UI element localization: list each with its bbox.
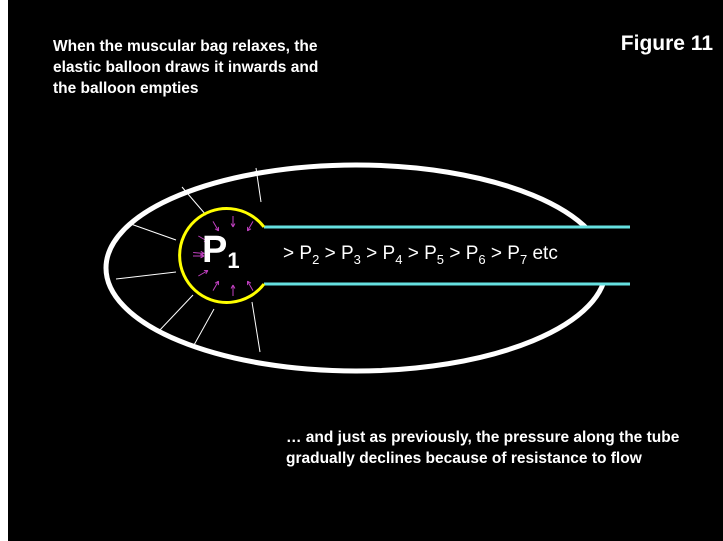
pressure-subscript: 6: [478, 251, 486, 267]
bag-label-letter: P: [202, 229, 228, 271]
slide-canvas: Figure 11 When the muscular bag relaxes,…: [8, 0, 723, 541]
chain-suffix: etc: [532, 243, 558, 264]
pressure-subscript: 2: [312, 251, 320, 267]
pressure-chain: > P2 > P3 > P4 > P5 > P6 > P7 etc: [283, 243, 558, 267]
inward-arrow-head: [200, 255, 205, 259]
caption-top: When the muscular bag relaxes, the elast…: [53, 38, 319, 97]
greater-than-sign: >: [324, 243, 341, 264]
caption-bottom: … and just as previously, the pressure a…: [286, 429, 680, 467]
pressure-term: > P4: [366, 243, 408, 267]
spoke: [127, 222, 177, 241]
pressure-term: > P2: [283, 243, 325, 267]
greater-than-sign: >: [490, 243, 508, 264]
inward-arrow-head: [214, 228, 219, 232]
inward-arrow-head: [200, 250, 205, 254]
pressure-term: > P6: [449, 243, 491, 267]
inward-arrow-head: [205, 237, 209, 242]
greater-than-sign: >: [407, 243, 425, 264]
inward-arrow-head: [230, 223, 234, 228]
inward-arrow-head: [232, 284, 236, 289]
inward-arrow: [198, 270, 209, 277]
bag-label-subscript: 1: [227, 248, 240, 273]
bag-label: P1: [202, 228, 240, 283]
pressure-term: > P3: [324, 243, 367, 267]
inward-arrow-head: [205, 270, 209, 275]
inward-arrow-head: [232, 223, 236, 228]
pressure-letter: P: [340, 243, 354, 264]
inward-arrows: [193, 216, 254, 296]
pressure-letter: P: [382, 243, 396, 264]
balloon-diagram: [103, 162, 723, 374]
pressure-subscript: 4: [395, 251, 403, 267]
figure-title: Figure 11: [620, 32, 713, 55]
inward-arrow: [198, 235, 209, 242]
inward-arrow: [212, 280, 219, 291]
pressure-letter: P: [465, 243, 479, 264]
greater-than-sign: >: [283, 243, 300, 264]
pressure-letter: P: [299, 243, 313, 264]
pressure-letter: P: [507, 243, 520, 264]
inward-arrow: [247, 221, 254, 232]
inward-arrow-head: [230, 284, 234, 289]
inward-arrow: [212, 221, 219, 232]
pressure-term: > P7: [490, 243, 533, 267]
inward-arrow: [247, 280, 254, 291]
muscular-bag: [178, 207, 266, 304]
inward-arrow-head: [214, 280, 219, 284]
spoke: [157, 294, 194, 333]
spoke: [251, 301, 261, 353]
inward-arrow-head: [200, 253, 205, 256]
spoke: [193, 308, 215, 346]
tube-interior: [264, 228, 723, 283]
pressure-letter: P: [424, 243, 437, 264]
pressure-subscript: 3: [353, 251, 361, 267]
spokes: [115, 167, 262, 353]
inward-arrow-head: [247, 228, 252, 232]
greater-than-sign: >: [366, 243, 383, 264]
pressure-subscript: 5: [436, 251, 445, 267]
greater-than-sign: >: [449, 243, 466, 264]
inward-arrow: [193, 252, 205, 254]
inward-arrow-head: [247, 280, 252, 284]
spoke: [115, 271, 177, 280]
pressure-term: > P5: [407, 243, 450, 267]
pressure-subscript: 7: [519, 251, 528, 267]
